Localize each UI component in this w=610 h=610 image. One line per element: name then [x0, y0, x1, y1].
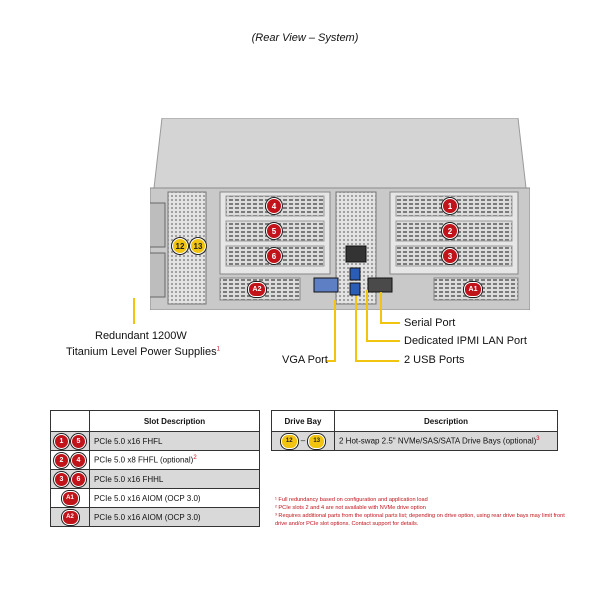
slot-desc-text: PCIe 5.0 x16 FHFL	[94, 436, 163, 446]
slot-row-desc: PCIe 5.0 x16 AIOM (OCP 3.0)	[89, 488, 260, 508]
usb-port-1	[349, 267, 361, 281]
drive-bay-13-badge: 13	[190, 238, 206, 254]
page-title: (Rear View – System)	[251, 32, 359, 44]
usb-port-2	[349, 282, 361, 296]
aiom-a2-badge: A2	[248, 282, 266, 297]
slot-row-badges: A1	[50, 488, 90, 508]
slot-3-badge: 3	[442, 248, 458, 264]
slot-badge: 1	[54, 433, 69, 449]
drive-bay-desc: 2 Hot-swap 2.5" NVMe/SAS/SATA Drive Bays…	[334, 431, 558, 451]
vga-callout-label: VGA Port	[282, 354, 328, 366]
slot-row-desc: PCIe 5.0 x16 AIOM (OCP 3.0)	[89, 507, 260, 527]
serial-port	[367, 277, 393, 293]
slot-6-badge: 6	[266, 248, 282, 264]
slot-badge: 2	[54, 452, 69, 468]
slot-table-blank-header	[50, 410, 90, 432]
drive-bay-badge: 12	[280, 433, 298, 449]
footnotes: ¹ Full redundancy based on configuration…	[275, 496, 565, 528]
drive-footnote-mark: 3	[536, 436, 540, 443]
table-row: 12–13 2 Hot-swap 2.5" NVMe/SAS/SATA Driv…	[271, 431, 558, 451]
table-row: A2 PCIe 5.0 x16 AIOM (OCP 3.0)	[50, 507, 260, 527]
footnote-1: ¹ Full redundancy based on configuration…	[275, 497, 428, 503]
slot-4-badge: 4	[266, 198, 282, 214]
usb-callout-line-v	[355, 296, 357, 362]
drive-bay-header: Drive Bay	[271, 410, 335, 432]
footnote-3: ³ Requires additional parts from the opt…	[275, 513, 565, 527]
vga-callout-line-v	[334, 300, 336, 362]
psu-callout-text: Titanium Level Power Supplies	[66, 346, 217, 358]
drive-bay-12-badge: 12	[172, 238, 188, 254]
slot-badge: 3	[54, 471, 69, 487]
psu-footnote-mark: 1	[216, 346, 220, 353]
slot-desc-text: PCIe 5.0 x16 AIOM (OCP 3.0)	[94, 512, 201, 522]
slot-1-badge: 1	[442, 198, 458, 214]
slot-badge: 4	[71, 452, 86, 468]
ipmi-callout-line-v	[366, 290, 368, 342]
server-rear-chassis: 12 13 4 5 6 1 2 3 A2 A1	[94, 117, 531, 311]
drive-bay-dash: –	[300, 436, 306, 446]
drive-bay-badges: 12–13	[271, 431, 335, 451]
slot-badge: 6	[71, 471, 86, 487]
slot-desc-text: PCIe 5.0 x8 FHFL (optional)	[94, 455, 194, 465]
table-row: A1 PCIe 5.0 x16 AIOM (OCP 3.0)	[50, 488, 260, 508]
drive-desc-header: Description	[334, 410, 558, 432]
slot-badge: A2	[61, 509, 79, 525]
slot-badge: A1	[61, 490, 79, 506]
psu-callout-label-1: Redundant 1200W	[95, 330, 187, 342]
slot-5-badge: 5	[266, 223, 282, 239]
slot-table-header: Slot Description	[89, 410, 260, 432]
psu-2	[94, 252, 166, 298]
usb-callout-label: 2 USB Ports	[404, 354, 465, 366]
slot-row-badges: A2	[50, 507, 90, 527]
usb-callout-line-h	[355, 360, 399, 362]
footnote-2: ² PCIe slots 2 and 4 are not available w…	[275, 505, 426, 511]
drive-bay-badge: 13	[308, 433, 326, 449]
psu-callout-label-2: Titanium Level Power Supplies1	[66, 346, 220, 358]
drive-bay-table: Drive Bay Description 12–13 2 Hot-swap 2…	[271, 410, 558, 451]
psu-callout-line	[133, 298, 135, 324]
serial-callout-label: Serial Port	[404, 317, 456, 329]
drive-desc-text: 2 Hot-swap 2.5" NVMe/SAS/SATA Drive Bays…	[339, 436, 537, 446]
serial-callout-line-v	[380, 292, 382, 324]
slot-2-badge: 2	[442, 223, 458, 239]
slot-desc-text: PCIe 5.0 x16 AIOM (OCP 3.0)	[94, 493, 201, 503]
slot-row-desc: PCIe 5.0 x16 FHHL	[89, 469, 260, 489]
slot-row-desc: PCIe 5.0 x8 FHFL (optional)2	[89, 450, 260, 470]
vga-port	[313, 277, 339, 293]
ipmi-callout-line-h	[366, 340, 400, 342]
slot-badge: 5	[71, 433, 86, 449]
vga-callout-line-h	[326, 360, 336, 362]
slot-row-desc: PCIe 5.0 x16 FHFL	[89, 431, 260, 451]
ipmi-callout-label: Dedicated IPMI LAN Port	[404, 335, 527, 347]
slot-desc-text: PCIe 5.0 x16 FHHL	[94, 474, 164, 484]
serial-callout-line-h	[380, 322, 400, 324]
psu-1	[94, 202, 166, 248]
ipmi-port	[345, 245, 367, 263]
aiom-a1-badge: A1	[464, 282, 482, 297]
slot-footnote-mark: 2	[193, 455, 197, 462]
